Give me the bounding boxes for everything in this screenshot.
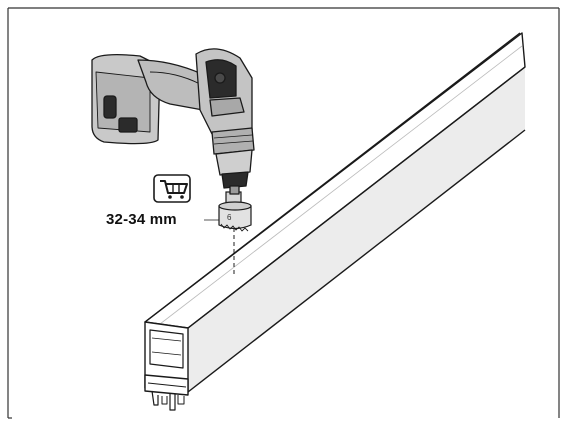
hole-saw-bit-icon: 6 [218, 191, 252, 232]
aluminium-profile [144, 32, 526, 411]
shopping-cart-icon [153, 174, 191, 203]
hole-size-label: 32-34 mm [106, 211, 177, 228]
cordless-drill-icon [91, 48, 255, 195]
svg-text:6: 6 [227, 213, 232, 222]
frame-border [7, 7, 560, 419]
